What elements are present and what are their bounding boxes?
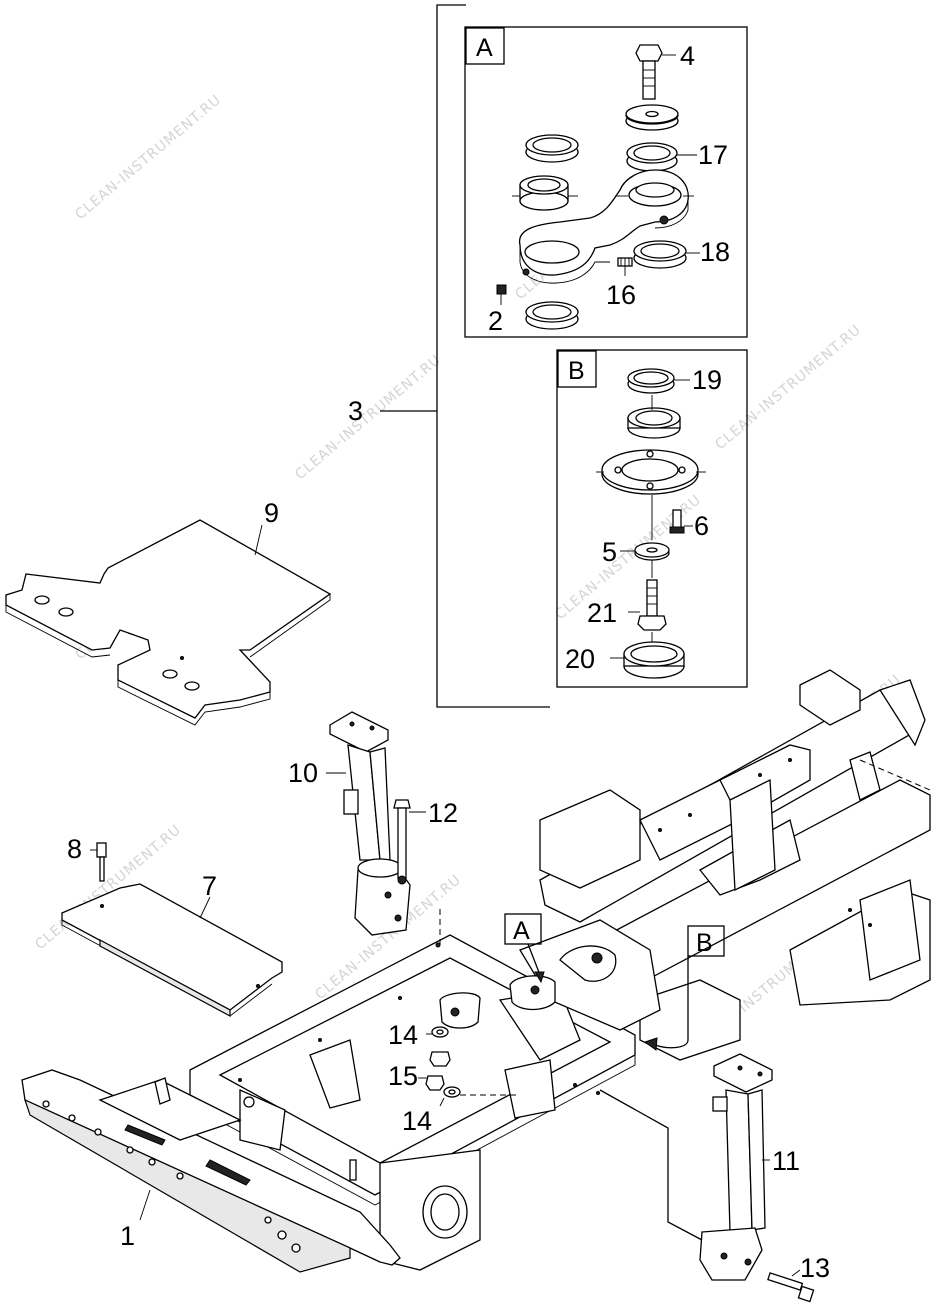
bearing bbox=[627, 407, 681, 439]
bolt-part-12 bbox=[393, 799, 411, 885]
callout-19: 19 bbox=[692, 365, 722, 395]
arrow-ref-a: A bbox=[504, 913, 545, 984]
seal-part-19 bbox=[627, 368, 675, 394]
callout-labels: 1 2 3 4 5 6 7 8 9 10 11 12 13 14 15 14 1… bbox=[67, 41, 830, 1283]
nut-part-2 bbox=[496, 284, 507, 295]
watermark: CLEAN-INSTRUMENT.RU bbox=[292, 352, 444, 483]
bolt-part-4 bbox=[635, 44, 663, 100]
nut bbox=[425, 1075, 445, 1091]
callout-6: 6 bbox=[694, 511, 709, 541]
screw-part-8 bbox=[96, 842, 107, 882]
bearing-part-17 bbox=[626, 142, 678, 172]
bolt-part-21 bbox=[637, 579, 667, 631]
ref-b-label: B bbox=[696, 929, 713, 957]
callout-9: 9 bbox=[264, 498, 279, 528]
flange-plate bbox=[596, 449, 706, 495]
floor-mat-part-9 bbox=[5, 519, 332, 726]
callout-18: 18 bbox=[700, 237, 730, 267]
assembly-bracket bbox=[380, 4, 550, 708]
washer-part-5 bbox=[634, 542, 670, 561]
plate-part-7 bbox=[61, 883, 283, 1018]
column-part-11 bbox=[699, 1053, 773, 1281]
callout-5: 5 bbox=[602, 537, 617, 567]
callout-12: 12 bbox=[428, 798, 458, 828]
callout-4: 4 bbox=[680, 41, 695, 71]
bumper-part-1 bbox=[21, 1069, 401, 1273]
callout-21: 21 bbox=[587, 598, 617, 628]
callout-11: 11 bbox=[772, 1146, 800, 1176]
bolt-part-13 bbox=[767, 1272, 815, 1303]
chassis-frame bbox=[509, 669, 931, 1061]
watermark: CLEAN-INSTRUMENT.RU bbox=[712, 322, 864, 453]
washer-part-14-lower bbox=[443, 1086, 461, 1098]
seal-part-20 bbox=[623, 641, 685, 679]
detail-b-label: B bbox=[568, 357, 585, 385]
column-part-10 bbox=[329, 711, 411, 936]
callout-3: 3 bbox=[348, 396, 363, 426]
lower-seal bbox=[525, 301, 579, 330]
watermark: CLEAN-INSTRUMENT.RU bbox=[72, 92, 224, 223]
callout-14-upper: 14 bbox=[388, 1020, 418, 1050]
washer bbox=[625, 104, 679, 131]
bearing-part-18 bbox=[633, 240, 687, 269]
ref-a-label: A bbox=[513, 917, 530, 945]
callout-7: 7 bbox=[202, 871, 217, 901]
callout-8: 8 bbox=[67, 834, 82, 864]
callout-15: 15 bbox=[388, 1061, 418, 1091]
grease-fitting-part-16 bbox=[617, 257, 633, 267]
washer-part-14 bbox=[431, 1026, 449, 1038]
idler-arm bbox=[512, 169, 694, 284]
seal-ring bbox=[525, 134, 579, 163]
callout-10: 10 bbox=[288, 758, 318, 788]
detail-a-label: A bbox=[476, 34, 493, 62]
callout-14-lower: 14 bbox=[402, 1106, 432, 1136]
nut-part-15 bbox=[429, 1051, 451, 1067]
callout-17: 17 bbox=[698, 140, 728, 170]
watermark: CLEAN-INSTRUMENT.RU bbox=[552, 492, 704, 623]
callout-1: 1 bbox=[120, 1221, 135, 1251]
detail-view-b: B bbox=[556, 349, 748, 688]
screw-part-6 bbox=[669, 509, 685, 534]
callout-16: 16 bbox=[606, 280, 636, 310]
callout-13: 13 bbox=[800, 1253, 830, 1283]
callout-2: 2 bbox=[488, 306, 503, 336]
arrow-ref-b: B bbox=[643, 925, 725, 1051]
callout-20: 20 bbox=[565, 644, 595, 674]
detail-view-a: A bbox=[464, 26, 748, 338]
